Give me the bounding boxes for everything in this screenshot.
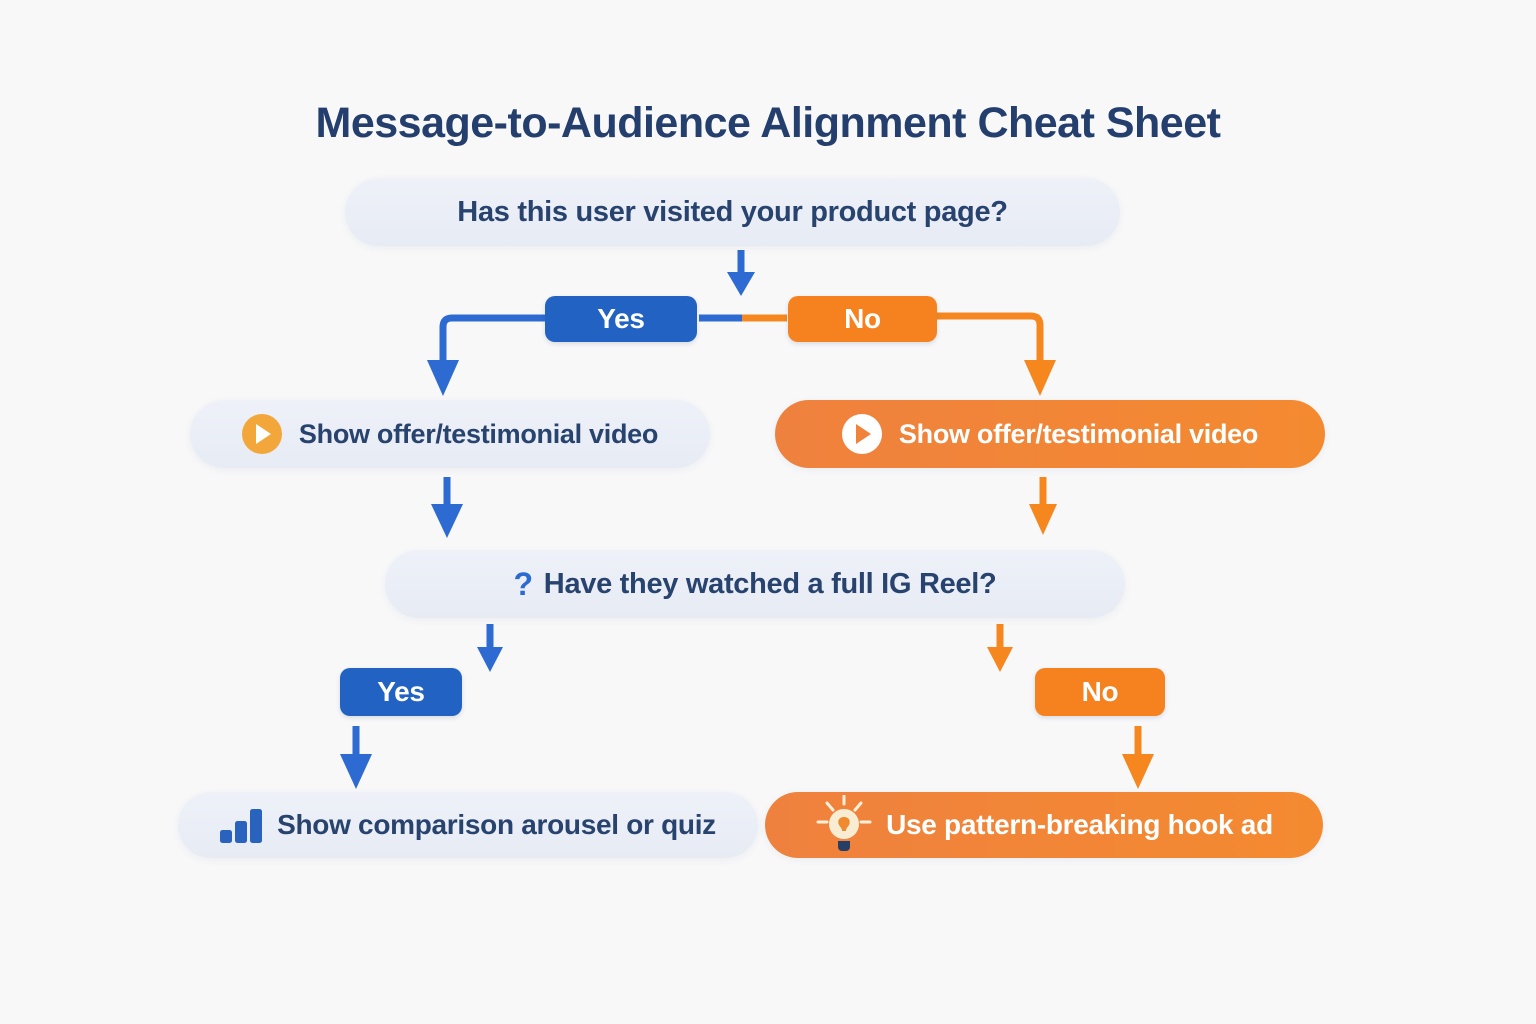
question-mark-icon: ?	[513, 565, 534, 602]
arrow-yes1-elbow	[439, 314, 549, 366]
play-icon	[241, 414, 282, 454]
bar-chart-icon	[220, 807, 263, 843]
question-node-ig-reel: ? Have they watched a full IG Reel?	[385, 550, 1125, 618]
play-triangle-icon	[256, 424, 272, 444]
arrow-yes1-head	[427, 360, 459, 396]
arrow-q2-to-no2-head	[987, 647, 1013, 672]
question-node-product-page: Has this user visited your product page?	[345, 178, 1120, 246]
branch1-no-button: No	[788, 296, 937, 342]
arrow-p1-to-q2-head	[431, 504, 463, 538]
branch2-yes-button: Yes	[340, 668, 462, 716]
lightbulb-icon	[816, 795, 872, 851]
play-triangle-icon	[856, 424, 872, 444]
branch2-no-button: No	[1035, 668, 1165, 716]
arrow-p2-to-q2-head	[1029, 504, 1057, 535]
arrow-no1-elbow	[933, 312, 1044, 366]
branch1-yes-button: Yes	[545, 296, 697, 342]
no1-action-node: Show offer/testimonial video	[775, 400, 1325, 468]
page-title: Message-to-Audience Alignment Cheat Shee…	[315, 98, 1221, 147]
no1-action-text: Show offer/testimonial video	[898, 418, 1259, 449]
arrow-yes2-down-head	[340, 754, 372, 789]
yes2-action-node: Show comparison arousel or quiz	[178, 792, 758, 858]
yes2-action-text: Show comparison arousel or quiz	[277, 809, 716, 840]
arrow-no2-down-head	[1122, 754, 1154, 789]
yes1-action-text: Show offer/testimonial video	[298, 418, 659, 449]
yes1-action-node: Show offer/testimonial video	[190, 400, 710, 468]
question1-text: Has this user visited your product page?	[457, 195, 1008, 228]
no2-action-node: Use pattern-breaking hook ad	[765, 792, 1323, 858]
no2-action-text: Use pattern-breaking hook ad	[886, 809, 1273, 840]
arrow-no1-head	[1024, 360, 1056, 396]
arrow-q1-down-head	[727, 272, 755, 296]
question2-text: Have they watched a full IG Reel?	[543, 567, 997, 600]
play-icon	[841, 414, 882, 454]
arrow-q2-to-yes2-head	[477, 647, 503, 672]
